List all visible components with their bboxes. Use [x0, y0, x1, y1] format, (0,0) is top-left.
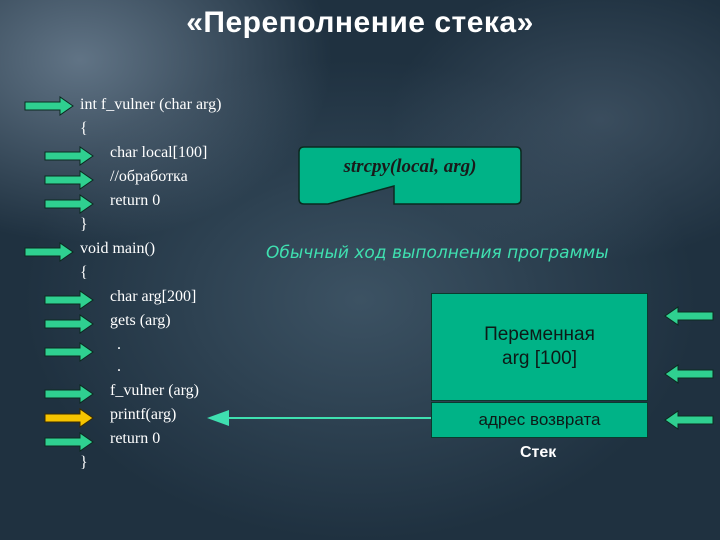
stack-variable-box: Переменная arg [100] — [431, 293, 648, 401]
arrow-left-icon — [664, 364, 714, 384]
arrow-right-icon — [24, 96, 74, 116]
callout-text: strcpy(local, arg) — [343, 156, 477, 177]
code-line: f_vulner (arg) — [110, 382, 199, 399]
code-line: char local[100] — [110, 144, 208, 161]
arrow-right-icon — [44, 314, 94, 334]
stack-variable-line1: Переменная — [484, 324, 595, 345]
stack-variable-line2: arg [100] — [502, 348, 577, 369]
code-line: printf(arg) — [110, 406, 177, 423]
strcpy-callout: strcpy(local, arg) — [298, 146, 522, 205]
slide-title: «Переполнение стека» — [186, 6, 534, 39]
arrow-right-icon — [44, 146, 94, 166]
arrow-left-icon — [664, 410, 714, 430]
arrow-right-icon — [44, 170, 94, 190]
code-line: int f_vulner (char arg) — [80, 96, 222, 113]
arrow-right-icon — [44, 290, 94, 310]
return-address-label: адрес возврата — [478, 410, 601, 429]
code-line: . — [117, 358, 121, 375]
arrow-left-icon — [664, 306, 714, 326]
arrow-right-icon — [44, 432, 94, 452]
code-line: { — [80, 120, 88, 137]
code-line: gets (arg) — [110, 312, 171, 329]
arrow-right-icon — [44, 384, 94, 404]
stack-return-address-box: адрес возврата — [431, 402, 648, 438]
arrow-right-icon — [24, 242, 74, 262]
arrow-right-icon — [44, 194, 94, 214]
arrow-right-icon — [44, 342, 94, 362]
code-line: } — [80, 216, 88, 233]
code-line: void main() — [80, 240, 156, 257]
code-line: } — [80, 454, 88, 471]
return-flow-arrow-icon — [207, 410, 433, 426]
code-line: return 0 — [110, 192, 161, 209]
code-line: return 0 — [110, 430, 161, 447]
arrow-right-icon — [44, 408, 94, 428]
execution-caption: Обычный ход выполнения программы — [266, 243, 609, 263]
code-line: //обработка — [110, 168, 188, 185]
code-line: char arg[200] — [110, 288, 197, 305]
stack-label: Стек — [520, 444, 557, 461]
code-line: { — [80, 264, 88, 281]
code-line: . — [117, 336, 121, 353]
